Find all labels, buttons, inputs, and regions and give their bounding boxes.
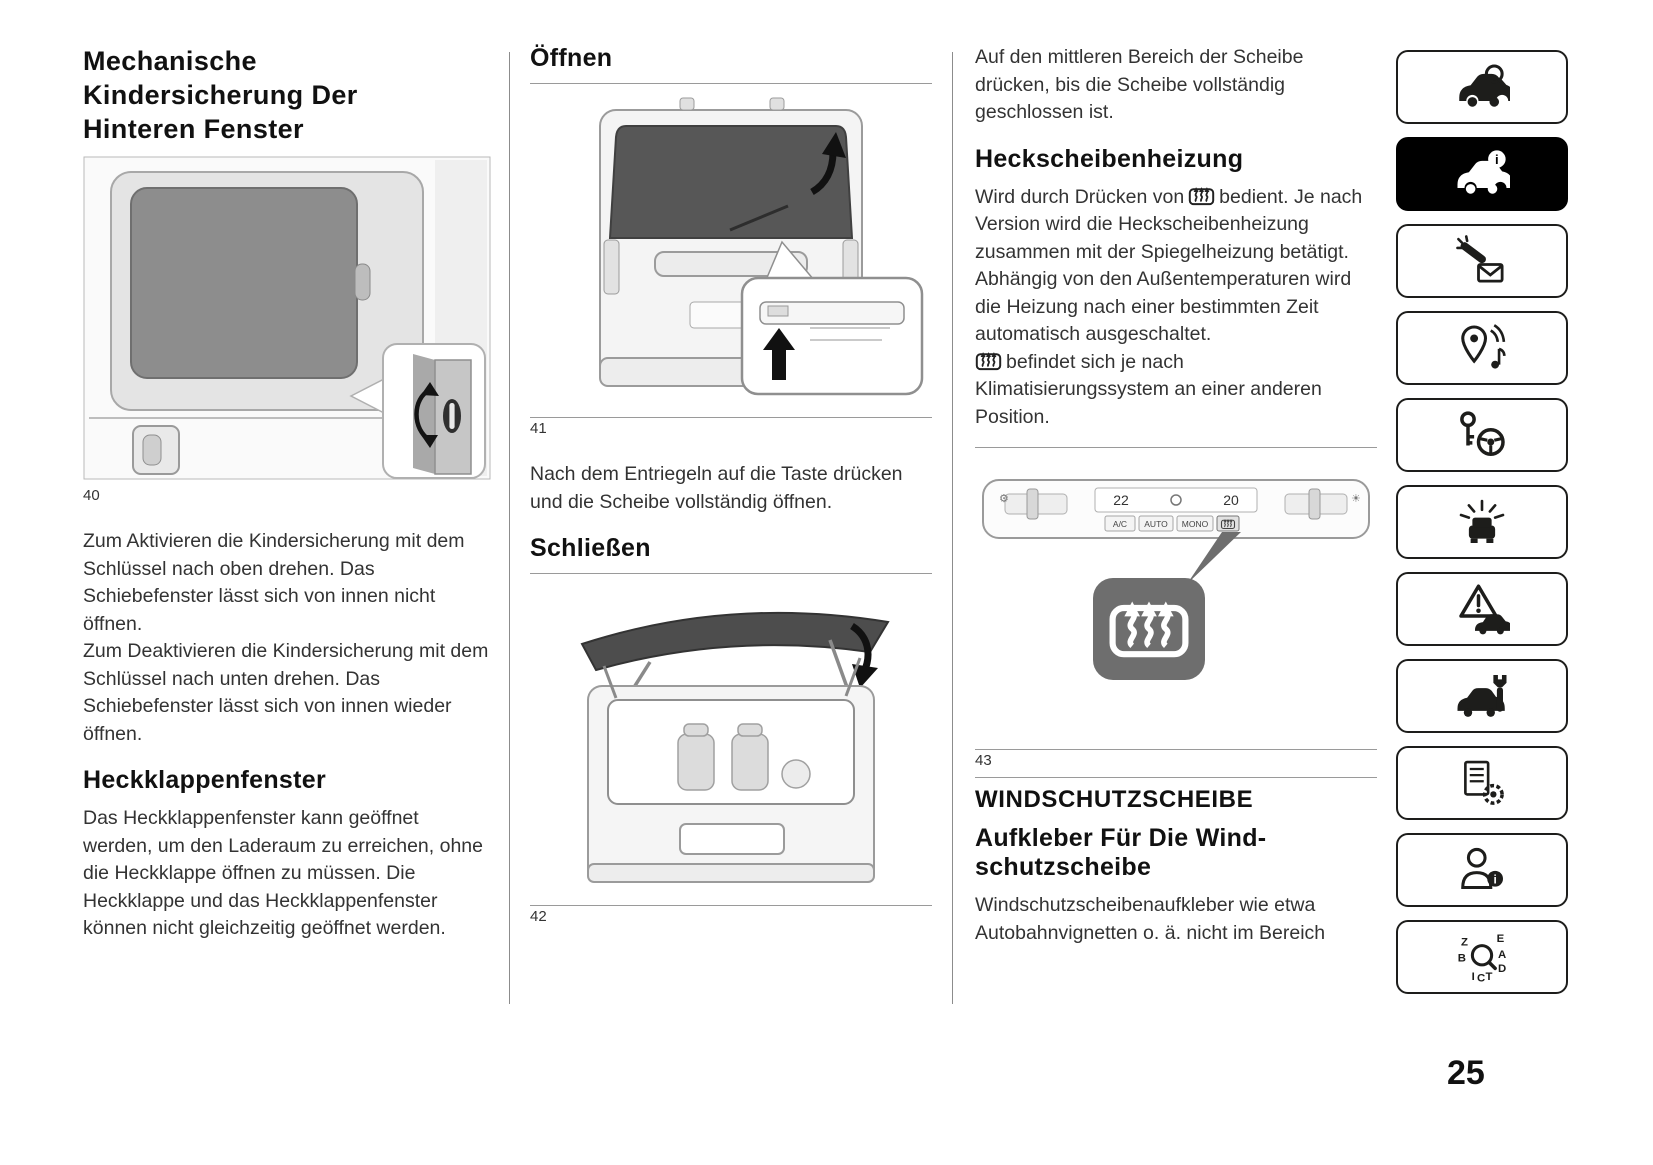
- chapter-sidebar: i: [1396, 50, 1568, 994]
- svg-text:A: A: [1498, 949, 1506, 961]
- svg-text:Z: Z: [1461, 937, 1468, 949]
- section-heading-tailgate-window: Heckklappenfenster: [83, 766, 326, 795]
- paragraph-defrost-position: befindet sich je nach Klimatisierungssys…: [975, 350, 1322, 428]
- sidebar-button-technical-data[interactable]: [1396, 746, 1568, 820]
- rule: [975, 749, 1377, 750]
- figure-caption: 41: [530, 420, 547, 437]
- customer-information-icon: i: [1461, 847, 1503, 890]
- sidebar-button-driver-assistance[interactable]: [1396, 485, 1568, 559]
- dashboard-info-icon: i: [1457, 150, 1510, 194]
- section-heading-windshield-sticker: Aufkleber Für Die Wind-schutzscheibe: [975, 824, 1267, 881]
- vehicle-overview-icon: [1459, 64, 1510, 107]
- sidebar-button-dashboard-info[interactable]: i: [1396, 137, 1568, 211]
- sidebar-button-service-maintenance[interactable]: [1396, 659, 1568, 733]
- technical-data-icon: [1464, 760, 1504, 805]
- svg-text:D: D: [1498, 963, 1506, 975]
- rule: [530, 573, 932, 574]
- sidebar-button-lights-and-messages[interactable]: [1396, 224, 1568, 298]
- van-rear-open-illustration: [599, 97, 924, 396]
- paragraph-open-window: Nach dem Entriegeln auf die Taste drücke…: [530, 463, 903, 513]
- figure-40-sliding-window-child-lock: [83, 156, 491, 485]
- van-rear-close-illustration: [580, 611, 890, 883]
- column-divider: [509, 52, 510, 1004]
- mono-button-label: MONO: [1182, 519, 1209, 529]
- column-right: Auf den mittleren Bereich der Scheibe dr…: [975, 44, 1377, 947]
- paragraph-tailgate-window: Das Heckklappenfenster kann geöffnet wer…: [83, 807, 483, 940]
- figure-caption: 42: [530, 908, 547, 925]
- service-maintenance-icon: [1457, 672, 1507, 717]
- section-heading-close: Schließen: [530, 534, 651, 562]
- ac-button-label: A/C: [1113, 519, 1127, 529]
- paragraph-close-window: Auf den mittleren Bereich der Scheibe dr…: [975, 46, 1304, 123]
- svg-text:T: T: [1486, 971, 1493, 983]
- section-heading-child-lock: Mechanische Kindersicherung Der Hinteren…: [83, 46, 358, 145]
- rule: [530, 83, 932, 84]
- page-number: 25: [1447, 1054, 1485, 1092]
- sidebar-button-navigation-audio[interactable]: [1396, 311, 1568, 385]
- emergency-icon: [1459, 584, 1510, 635]
- figure-41-van-rear-closed: [530, 88, 932, 411]
- temp-left-display: 22: [1113, 492, 1129, 508]
- climate-panel-illustration: 22 20 A/C AUTO MONO ⚙ ☀: [982, 479, 1370, 680]
- navigation-audio-icon: [1461, 324, 1506, 369]
- paragraph-windshield-sticker: Windschutzscheibenaufkleber wie etwa Aut…: [975, 894, 1326, 944]
- figure-caption: 40: [83, 487, 100, 505]
- alphabetical-index-icon: Z B E A D I C T: [1458, 933, 1506, 985]
- svg-text:I: I: [1472, 971, 1475, 983]
- rule: [530, 905, 932, 906]
- sidebar-button-emergency[interactable]: [1396, 572, 1568, 646]
- svg-text:⚙: ⚙: [999, 493, 1009, 505]
- sidebar-button-alphabetical-index[interactable]: Z B E A D I C T: [1396, 920, 1568, 994]
- figure-caption: 43: [975, 752, 992, 769]
- sidebar-button-customer-information[interactable]: i: [1396, 833, 1568, 907]
- figure-43-climate-panel-defrost-button: 22 20 A/C AUTO MONO ⚙ ☀: [975, 452, 1377, 743]
- sliding-window-illustration: [83, 156, 491, 480]
- chapter-heading-windshield: WINDSCHUTZSCHEIBE: [975, 786, 1254, 813]
- auto-button-label: AUTO: [1144, 519, 1168, 529]
- column-divider: [952, 52, 953, 1004]
- section-heading-open: Öffnen: [530, 44, 613, 72]
- sidebar-button-starting-and-driving[interactable]: [1396, 398, 1568, 472]
- paragraph-child-lock-activate: Zum Aktivieren die Kindersicherung mit d…: [83, 530, 465, 635]
- sidebar-button-vehicle-overview[interactable]: [1396, 50, 1568, 124]
- rear-window-defrost-icon: [1188, 186, 1215, 206]
- temp-right-display: 20: [1223, 492, 1239, 508]
- column-left: Mechanische Kindersicherung Der Hinteren…: [83, 44, 491, 943]
- svg-text:☀: ☀: [1351, 493, 1361, 505]
- rule: [975, 447, 1377, 448]
- lights-and-messages-icon: [1456, 235, 1504, 283]
- svg-text:B: B: [1458, 952, 1466, 964]
- rear-window-defrost-icon: [975, 351, 1002, 371]
- svg-text:C: C: [1477, 973, 1485, 985]
- starting-and-driving-icon: [1460, 411, 1505, 456]
- section-heading-rear-defrost: Heckscheibenheizung: [975, 144, 1244, 173]
- paragraph-defrost-auto-off: Abhängig von den Außentemperaturen wird …: [975, 268, 1352, 345]
- rule: [975, 777, 1377, 778]
- driver-assistance-icon: [1459, 499, 1505, 543]
- paragraph-child-lock-deactivate: Zum Deaktivieren die Kindersicherung mit…: [83, 640, 489, 745]
- svg-text:i: i: [1493, 873, 1496, 887]
- figure-42-van-rear-glass-open: [530, 578, 932, 899]
- svg-text:i: i: [1495, 152, 1499, 167]
- svg-text:E: E: [1497, 933, 1505, 945]
- column-middle: Öffnen 41 Nach dem Entrie: [530, 44, 932, 949]
- rule: [530, 417, 932, 418]
